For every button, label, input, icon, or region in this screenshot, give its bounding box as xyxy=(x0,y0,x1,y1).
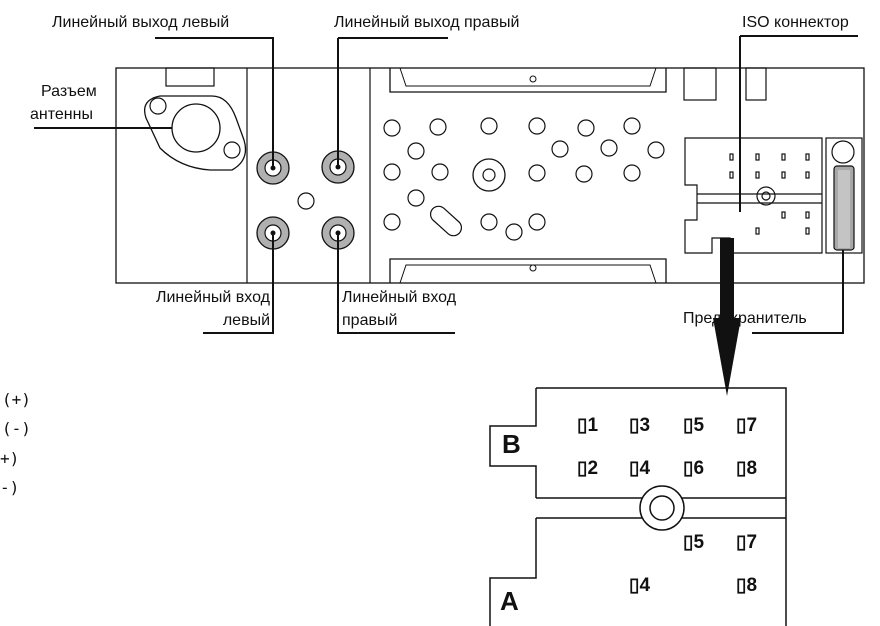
vent-holes xyxy=(383,117,665,241)
pin-a7: ▯7 xyxy=(736,532,758,553)
label-antenna-line1: Разъем xyxy=(41,83,97,100)
pin-b7: ▯7 xyxy=(736,415,758,436)
pin-b1: ▯1 xyxy=(577,415,599,436)
chassis-outline xyxy=(115,67,865,284)
antenna-socket xyxy=(143,95,247,171)
pin-b5: ▯5 xyxy=(683,415,705,436)
label-line-in-right-line2: правый xyxy=(342,312,398,329)
pin-a8: ▯8 xyxy=(736,575,758,596)
leader-line-iso xyxy=(739,35,858,212)
block-label-a: A xyxy=(500,586,519,616)
pin-b6: ▯6 xyxy=(683,458,705,479)
side-fragment-4: -) xyxy=(0,478,20,497)
side-fragment-2: (-) xyxy=(2,419,31,438)
down-arrow xyxy=(713,238,741,396)
mount-hole xyxy=(297,192,315,210)
fuse xyxy=(825,137,863,254)
bottom-slot xyxy=(389,258,667,284)
label-line-in-right-line1: Линейный вход xyxy=(342,289,457,306)
top-slot xyxy=(389,67,667,93)
block-label-b: B xyxy=(502,429,521,459)
pin-a4: ▯4 xyxy=(629,575,651,596)
label-line-in-left-line2: левый xyxy=(222,312,270,329)
center-knob xyxy=(472,158,506,192)
side-fragment-3: +) xyxy=(0,449,20,468)
pin-b4: ▯4 xyxy=(629,458,651,479)
label-line-out-left: Линейный выход левый xyxy=(52,14,230,31)
side-fragment-1: (+) xyxy=(2,390,31,409)
pin-b3: ▯3 xyxy=(629,415,651,436)
leader-line-in-right xyxy=(337,233,455,334)
pin-a5: ▯5 xyxy=(683,532,705,553)
leader-lines xyxy=(34,35,858,334)
top-right-tab-2 xyxy=(745,67,767,101)
label-iso-connector: ISO коннектор xyxy=(742,14,849,31)
oval-slot xyxy=(429,205,463,237)
leader-line-fuse xyxy=(752,250,844,334)
leader-line-out-left xyxy=(155,37,274,167)
iso-connector-zoom xyxy=(489,387,787,626)
leader-line-out-right xyxy=(337,37,448,167)
top-right-tab-1 xyxy=(683,67,717,101)
leader-line-in-left xyxy=(203,233,274,334)
rca-jack-out-left xyxy=(256,151,290,185)
iso-connector-panel xyxy=(684,137,823,254)
label-fuse: Предохранитель xyxy=(683,310,807,327)
pin-b8: ▯8 xyxy=(736,458,758,479)
top-tab xyxy=(165,67,215,87)
pin-b2: ▯2 xyxy=(577,458,599,479)
label-line-in-left-line1: Линейный вход xyxy=(155,289,270,306)
label-antenna-line2: антенны xyxy=(30,106,93,123)
label-line-out-right: Линейный выход правый xyxy=(334,14,520,31)
